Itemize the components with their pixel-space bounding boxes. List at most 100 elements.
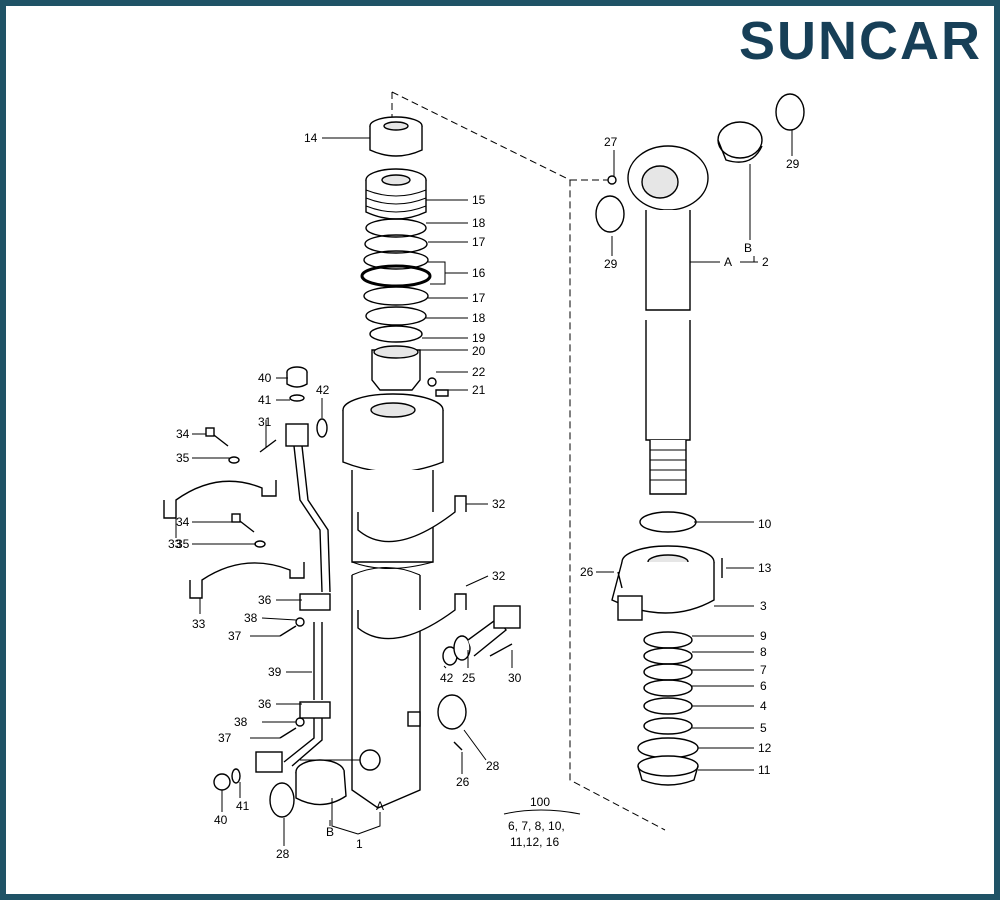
part-1-bushing xyxy=(295,759,347,806)
part-15-gland xyxy=(365,168,427,220)
label-13: 13 xyxy=(758,561,772,575)
label-32-lower: 32 xyxy=(492,569,506,583)
part-29-seal-b xyxy=(717,121,763,163)
part-41-oring-b xyxy=(231,768,241,784)
part-25-fitting xyxy=(453,605,521,661)
part-21-set-screw xyxy=(435,389,449,397)
assembly-dashed-line xyxy=(391,91,666,831)
part-29-seal-c xyxy=(775,93,805,131)
part-10-ring xyxy=(639,511,697,533)
kit-number: 100 xyxy=(530,795,550,809)
label-B-rod: B xyxy=(744,241,752,255)
label-40-upper: 40 xyxy=(258,371,272,385)
label-19: 19 xyxy=(472,331,486,345)
part-35-washer-b xyxy=(254,540,266,548)
label-7: 7 xyxy=(760,663,767,677)
piston-rings xyxy=(637,631,699,786)
leader-lines xyxy=(175,130,793,846)
part-26-grease-a xyxy=(453,741,463,751)
kit-line-1: 6, 7, 8, 10, xyxy=(508,819,565,833)
label-10: 10 xyxy=(758,517,772,531)
part-31-bolt xyxy=(259,439,277,453)
part-34-bolts xyxy=(205,427,255,533)
cylinder-tube xyxy=(342,393,444,809)
part-32-clamp-lower xyxy=(357,593,467,640)
label-28-left: 28 xyxy=(276,847,290,861)
label-29-right: 29 xyxy=(786,157,800,171)
label-35-upper: 35 xyxy=(176,451,190,465)
part-40-plug xyxy=(213,366,308,791)
label-2: 2 xyxy=(762,255,769,269)
label-26-tube: 26 xyxy=(456,775,470,789)
label-26-head: 26 xyxy=(580,565,594,579)
part-30-bolt xyxy=(489,643,513,657)
label-38-lower: 38 xyxy=(234,715,248,729)
label-17-lower: 17 xyxy=(472,291,486,305)
label-33-lower: 33 xyxy=(192,617,206,631)
label-14: 14 xyxy=(304,131,318,145)
label-11: 11 xyxy=(758,763,771,777)
part-33-clamp-lower xyxy=(189,562,305,599)
label-40-lower: 40 xyxy=(214,813,228,827)
label-8: 8 xyxy=(760,645,767,659)
label-5: 5 xyxy=(760,721,767,735)
label-21: 21 xyxy=(472,383,486,397)
label-17-upper: 17 xyxy=(472,235,486,249)
part-26-grease-b xyxy=(617,571,623,589)
part-28-seal-b xyxy=(437,694,467,730)
label-18-upper: 18 xyxy=(472,216,486,230)
label-35-lower: 35 xyxy=(176,537,190,551)
kit-line-2: 11,12, 16 xyxy=(510,835,559,849)
label-33-upper: 33 xyxy=(168,537,182,551)
label-39: 39 xyxy=(268,665,282,679)
label-22: 22 xyxy=(472,365,486,379)
part-29-seal-a xyxy=(595,195,625,233)
part-42-oring-a xyxy=(316,418,328,438)
part-32-clamp-upper xyxy=(357,495,467,543)
label-16: 16 xyxy=(472,266,486,280)
label-34-lower: 34 xyxy=(176,515,190,529)
label-34-upper: 34 xyxy=(176,427,190,441)
piston-rod xyxy=(627,145,709,495)
label-3: 3 xyxy=(760,599,767,613)
label-20: 20 xyxy=(472,344,486,358)
part-38-oring-b xyxy=(295,717,305,727)
label-9: 9 xyxy=(760,629,767,643)
part-28-seal-a xyxy=(269,782,295,818)
label-28-right: 28 xyxy=(486,759,500,773)
part-20-nut xyxy=(371,345,421,391)
part-37-bolt-a xyxy=(279,625,297,637)
label-1: 1 xyxy=(356,837,363,851)
label-42-lower: 42 xyxy=(440,671,454,685)
label-41-lower: 41 xyxy=(236,799,250,813)
label-25: 25 xyxy=(462,671,476,685)
label-6: 6 xyxy=(760,679,767,693)
part-41-oring-a xyxy=(289,394,305,402)
label-41-upper: 41 xyxy=(258,393,272,407)
label-4: 4 xyxy=(760,699,767,713)
label-32-upper: 32 xyxy=(492,497,506,511)
label-37-lower: 37 xyxy=(218,731,232,745)
label-15: 15 xyxy=(472,193,486,207)
part-27-grease xyxy=(607,175,617,185)
label-A-tube: A xyxy=(376,799,384,813)
part-3-piston-head xyxy=(611,545,715,621)
label-27: 27 xyxy=(604,135,618,149)
label-38-upper: 38 xyxy=(244,611,258,625)
label-31: 31 xyxy=(258,415,272,429)
label-30: 30 xyxy=(508,671,522,685)
part-33-clamp-upper xyxy=(163,480,277,519)
label-18-lower: 18 xyxy=(472,311,486,325)
label-B-tube: B xyxy=(326,825,334,839)
part-37-bolt-b xyxy=(279,727,297,739)
label-37-upper: 37 xyxy=(228,629,242,643)
label-36-upper: 36 xyxy=(258,593,272,607)
part-14-bushing xyxy=(369,116,423,157)
part-39-pipe xyxy=(255,423,331,773)
seal-rings xyxy=(360,218,432,343)
part-38-oring-a xyxy=(295,617,305,627)
label-A-rod: A xyxy=(724,255,732,269)
label-36-lower: 36 xyxy=(258,697,272,711)
